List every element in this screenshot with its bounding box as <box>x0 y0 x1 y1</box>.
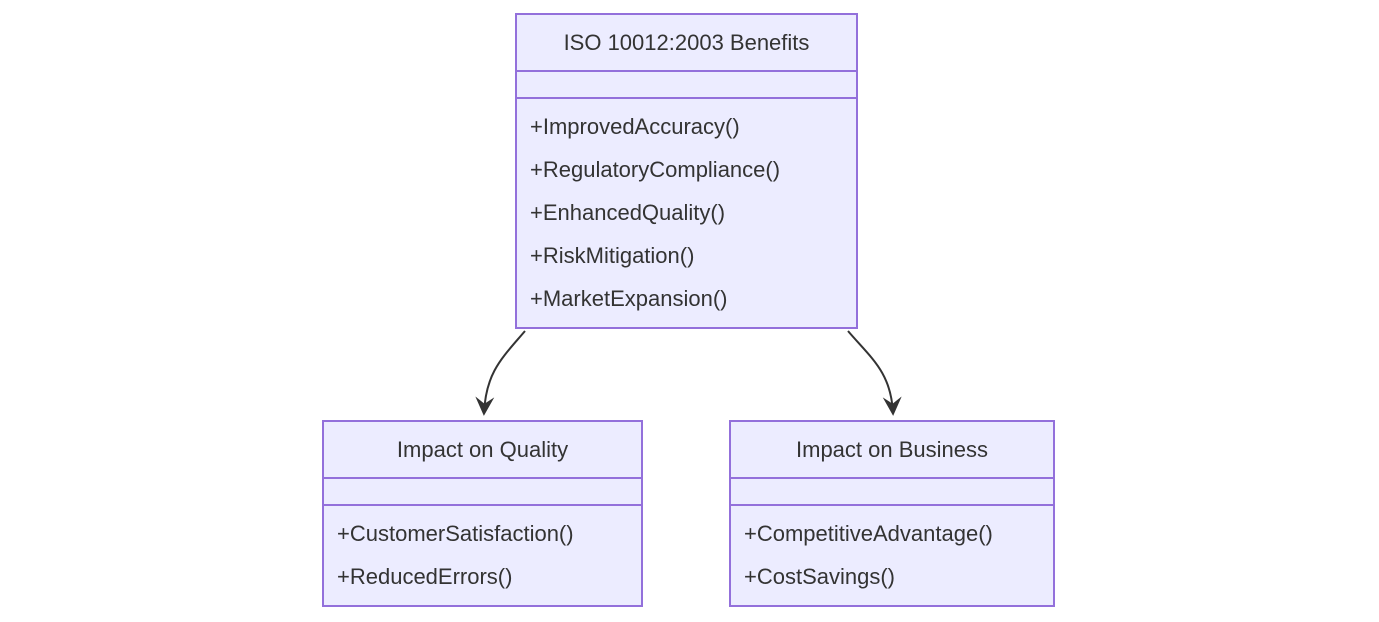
class-method: +CompetitiveAdvantage() <box>744 521 993 546</box>
class-method: +MarketExpansion() <box>530 286 728 311</box>
class-method: +RegulatoryCompliance() <box>530 157 781 182</box>
class-title: Impact on Business <box>796 436 988 462</box>
class-method: +EnhancedQuality() <box>530 200 726 225</box>
class-method: +CostSavings() <box>744 564 896 589</box>
class-node-business: Impact on Business +CompetitiveAdvantage… <box>729 420 1055 607</box>
class-title: ISO 10012:2003 Benefits <box>563 29 810 55</box>
class-node-benefits: ISO 10012:2003 Benefits +ImprovedAccurac… <box>515 13 858 329</box>
edge-benefits-to-business <box>847 330 902 416</box>
class-method: +CustomerSatisfaction() <box>337 521 574 546</box>
class-methods-list: +CustomerSatisfaction() +ReducedErrors() <box>324 506 641 598</box>
class-method: +ReducedErrors() <box>337 564 513 589</box>
class-methods-list: +ImprovedAccuracy() +RegulatoryComplianc… <box>517 99 856 320</box>
class-method: +ImprovedAccuracy() <box>530 114 740 139</box>
class-method: +RiskMitigation() <box>530 243 695 268</box>
class-methods-list: +CompetitiveAdvantage() +CostSavings() <box>731 506 1053 598</box>
class-attributes-empty <box>324 477 641 506</box>
class-node-quality: Impact on Quality +CustomerSatisfaction(… <box>322 420 643 607</box>
edge-benefits-to-quality <box>475 330 526 416</box>
class-title: Impact on Quality <box>396 436 569 462</box>
class-attributes-empty <box>517 70 856 99</box>
class-attributes-empty <box>731 477 1053 506</box>
